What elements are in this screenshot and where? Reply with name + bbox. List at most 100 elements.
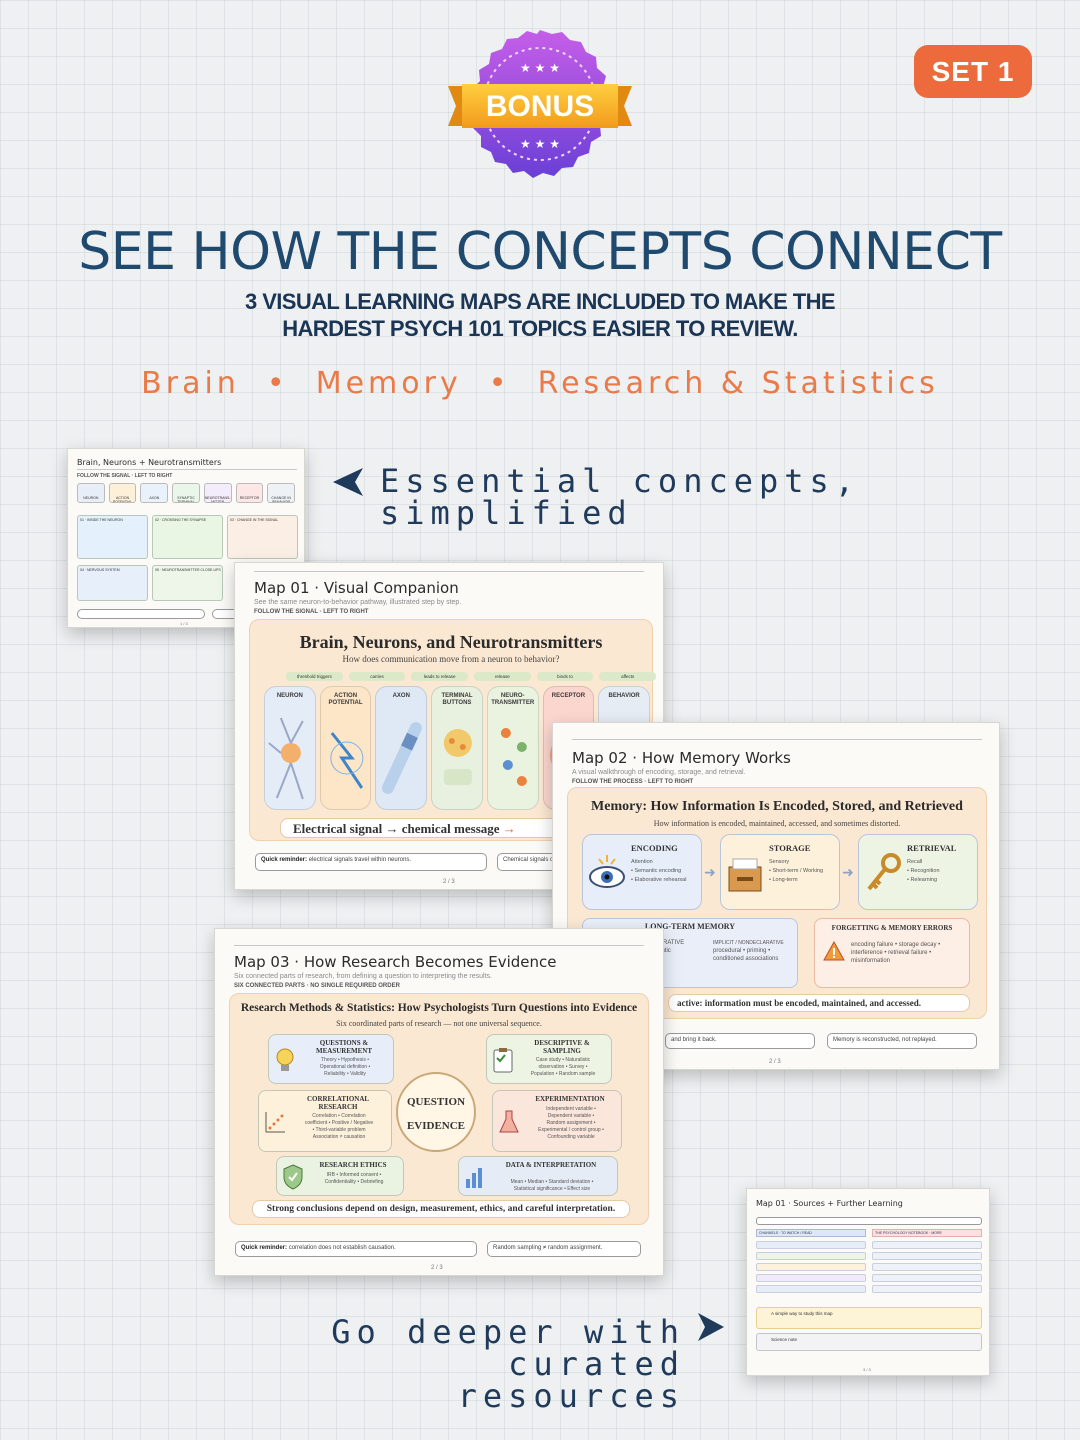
panel-title: Brain, Neurons, and Neurotransmitters [299, 632, 603, 652]
science-note-title: Science note [771, 1337, 798, 1342]
concept-box: 02 · CROSSING THE SYNAPSE [152, 515, 223, 559]
research-part-item: Association ≠ causation [312, 1134, 366, 1140]
source-rows [756, 1241, 982, 1297]
arrow-right-icon: → [385, 821, 402, 836]
stage-label: NEURON [276, 693, 303, 699]
forgetting-items: encoding failure • storage decay • inter… [851, 941, 969, 965]
callout-essential-line-2: simplified [380, 494, 633, 532]
summary-chemical: chemical message [401, 821, 500, 836]
sources-card: Map 01 · Sources + Further Learning CHAN… [746, 1188, 990, 1376]
axon-icon [382, 722, 423, 794]
hub-question: QUESTION [406, 1096, 466, 1108]
memory-step-title: STORAGE [769, 843, 811, 853]
memory-step-item: Sensory [769, 859, 790, 865]
reminder-text: and bring it back. [671, 1037, 717, 1043]
sources-col-2: THE PSYCHOLOGY NOTEBOOK · MORE [872, 1229, 982, 1237]
stage-tile: ACTION POTENTIAL [319, 686, 372, 810]
map-follow: FOLLOW THE PROCESS · LEFT TO RIGHT [572, 779, 694, 785]
research-part-item: Operational definition • [319, 1064, 371, 1070]
lightbulb-icon [276, 1048, 294, 1071]
stage-tile: TERMINAL BUTTONS [431, 686, 483, 810]
research-part-item: Reliability • Validity [324, 1071, 366, 1077]
research-part-item: Confidentiality • Debriefing [324, 1179, 384, 1185]
ltm-implicit: IMPLICIT / NONDECLARATIVE procedural • p… [713, 939, 797, 963]
map-heading: Map 02 · How Memory Works [572, 749, 791, 767]
source-row [872, 1285, 982, 1293]
reminder-text: Memory is reconstructed, not replayed. [833, 1037, 937, 1043]
forgetting-item: misinformation [851, 958, 891, 964]
callout-deeper-line-1: Go deeper with curated [331, 1313, 685, 1383]
chain-node: NEURON [77, 483, 105, 503]
chain-node: CHANGE IN BEHAVIOR [267, 483, 295, 503]
reminder-pill: Random sampling ≠ random assignment. [487, 1241, 641, 1257]
callout-deeper-line-2: resources [457, 1377, 685, 1415]
panel-title: Memory: How Information Is Encoded, Stor… [591, 799, 963, 814]
research-part-item: Experimental / control group • [538, 1127, 604, 1133]
source-row [756, 1241, 866, 1249]
question-evidence-hub: QUESTION EVIDENCE [396, 1072, 476, 1152]
scatter-plot-icon [265, 1112, 285, 1133]
sources-col-1: CHANNELS · TO WATCH / READ [756, 1229, 866, 1237]
panel-question: Six coordinated parts of research — not … [336, 1019, 542, 1028]
ltm-item: conditioned associations [713, 956, 779, 962]
research-part: DATA & INTERPRETATION Mean • Median • Sta… [458, 1156, 618, 1196]
page-number: 2 / 3 [769, 1059, 781, 1065]
reminder-label: Quick reminder: [241, 1245, 288, 1251]
study-tip-title: A simple way to study this map [771, 1311, 833, 1316]
arrow-right-icon [698, 1313, 724, 1341]
research-part-item: Dependent variable • [547, 1113, 595, 1119]
map-preview-card-outline: Brain, Neurons + Neurotransmitters FOLLO… [67, 448, 305, 628]
research-part-item: Independent variable • [546, 1106, 596, 1112]
panel-title: Research Methods & Statistics: How Psych… [240, 1002, 638, 1014]
page-subtitle: 3 VISUAL LEARNING MAPS ARE INCLUDED TO M… [0, 288, 1080, 342]
arrow-right-icon: ➜ [704, 864, 716, 880]
research-part-item: Theory • Hypothesis • [321, 1057, 369, 1063]
callout-essential: Essential concepts, simplified [380, 465, 860, 529]
clipboard-icon [493, 1048, 513, 1073]
research-part-item: coefficient • Positive / Negative [304, 1120, 374, 1126]
page-title: SEE HOW THE CONCEPTS CONNECT [78, 222, 1002, 282]
ltm-item: IMPLICIT / NONDECLARATIVE [713, 940, 784, 946]
concept-box: 01 · INSIDE THE NEURON [77, 515, 148, 559]
research-part-title: DATA & INTERPRETATION [505, 1161, 597, 1169]
memory-step-title: RETRIEVAL [907, 843, 957, 853]
reminder-label: Quick reminder: [261, 857, 308, 863]
research-part-item: Mean • Median • Standard deviation • [510, 1179, 594, 1185]
arrow-right-icon: ➜ [842, 864, 854, 880]
research-part-item: Confounding variable [547, 1134, 595, 1140]
source-row [872, 1263, 982, 1271]
topic-list: Brain • Memory • Research & Statistics [0, 366, 1080, 401]
subtitle-line-2: HARDEST PSYCH 101 TOPICS EASIER TO REVIE… [282, 316, 798, 341]
page-number: 2 / 3 [431, 1265, 443, 1271]
source-row [756, 1274, 866, 1282]
research-part-item: Statistical significance • Effect size [513, 1186, 591, 1192]
reminder-pill [77, 609, 205, 619]
research-part-title: EXPERIMENTATION [535, 1095, 605, 1103]
study-tip-box: A simple way to study this map [756, 1307, 982, 1329]
transition-arrow: threshold triggers [286, 672, 343, 681]
forgetting-item: encoding failure • storage decay • [851, 942, 941, 948]
memory-step-item: • Long-term [769, 877, 798, 883]
transition-arrow: carries [348, 672, 406, 681]
research-part-item: Correlation • Correlation [312, 1113, 366, 1119]
memory-step-item: Attention [631, 859, 653, 865]
arrow-right-icon: → [502, 821, 516, 836]
key-icon [867, 853, 901, 891]
bonus-label: BONUS [486, 90, 594, 123]
reminder-pill: and bring it back. [665, 1033, 815, 1049]
source-row [756, 1263, 866, 1271]
shield-check-icon [283, 1164, 303, 1190]
research-part-title: CORRELATIONAL RESEARCH [306, 1095, 370, 1111]
transition-arrow: binds to [536, 672, 594, 681]
topic-research: Research & Statistics [537, 366, 939, 401]
source-row [756, 1252, 866, 1260]
bonus-badge: BONUS ★ ★ ★ ★ ★ ★ [440, 28, 640, 180]
card-title: Brain, Neurons + Neurotransmitters [77, 458, 222, 467]
research-part-item: Case study • Naturalistic [535, 1057, 591, 1063]
